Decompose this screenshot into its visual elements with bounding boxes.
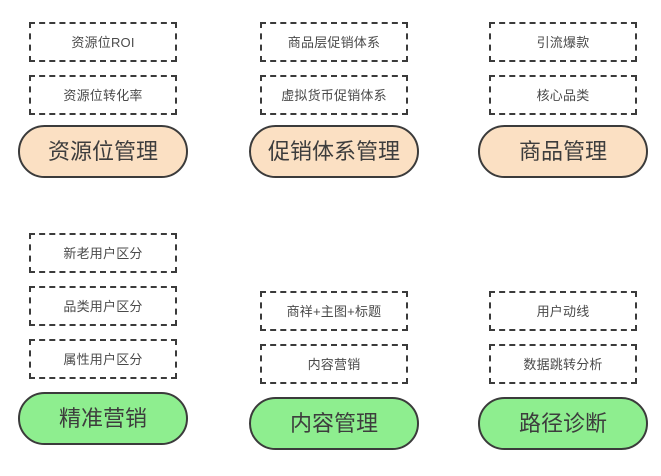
group-content-management: 商祥+主图+标题 内容营销 内容管理 — [234, 211, 434, 450]
item-box[interactable]: 属性用户区分 — [29, 339, 177, 379]
diagram-column-3: 引流爆款 核心品类 商品管理 用户动线 数据跳转分析 路径诊断 — [463, 0, 661, 476]
item-box[interactable]: 内容营销 — [260, 344, 408, 384]
item-box[interactable]: 资源位ROI — [29, 22, 177, 62]
item-box[interactable]: 用户动线 — [489, 291, 637, 331]
category-pill[interactable]: 路径诊断 — [478, 397, 648, 450]
group-precision-marketing: 新老用户区分 品类用户区分 属性用户区分 精准营销 — [3, 211, 203, 445]
item-box[interactable]: 商品层促销体系 — [260, 22, 408, 62]
item-box[interactable]: 引流爆款 — [489, 22, 637, 62]
group-promotion-system-management: 商品层促销体系 虚拟货币促销体系 促销体系管理 — [234, 0, 434, 178]
category-pill[interactable]: 资源位管理 — [18, 125, 188, 178]
item-list: 用户动线 数据跳转分析 — [463, 291, 661, 384]
group-product-management: 引流爆款 核心品类 商品管理 — [463, 0, 661, 178]
item-box[interactable]: 资源位转化率 — [29, 75, 177, 115]
item-box[interactable]: 商祥+主图+标题 — [260, 291, 408, 331]
category-pill[interactable]: 精准营销 — [18, 392, 188, 445]
item-list: 资源位ROI 资源位转化率 — [3, 22, 203, 115]
category-pill[interactable]: 促销体系管理 — [249, 125, 419, 178]
item-box[interactable]: 虚拟货币促销体系 — [260, 75, 408, 115]
group-path-diagnosis: 用户动线 数据跳转分析 路径诊断 — [463, 211, 661, 450]
category-pill[interactable]: 商品管理 — [478, 125, 648, 178]
item-list: 引流爆款 核心品类 — [463, 22, 661, 115]
item-box[interactable]: 核心品类 — [489, 75, 637, 115]
group-resource-slot-management: 资源位ROI 资源位转化率 资源位管理 — [3, 0, 203, 178]
item-box[interactable]: 品类用户区分 — [29, 286, 177, 326]
item-box[interactable]: 新老用户区分 — [29, 233, 177, 273]
item-box[interactable]: 数据跳转分析 — [489, 344, 637, 384]
item-list: 新老用户区分 品类用户区分 属性用户区分 — [3, 233, 203, 379]
diagram-column-1: 资源位ROI 资源位转化率 资源位管理 新老用户区分 品类用户区分 属性用户区分… — [3, 0, 203, 476]
item-list: 商祥+主图+标题 内容营销 — [234, 291, 434, 384]
category-pill[interactable]: 内容管理 — [249, 397, 419, 450]
diagram-column-2: 商品层促销体系 虚拟货币促销体系 促销体系管理 商祥+主图+标题 内容营销 内容… — [234, 0, 434, 476]
item-list: 商品层促销体系 虚拟货币促销体系 — [234, 22, 434, 115]
